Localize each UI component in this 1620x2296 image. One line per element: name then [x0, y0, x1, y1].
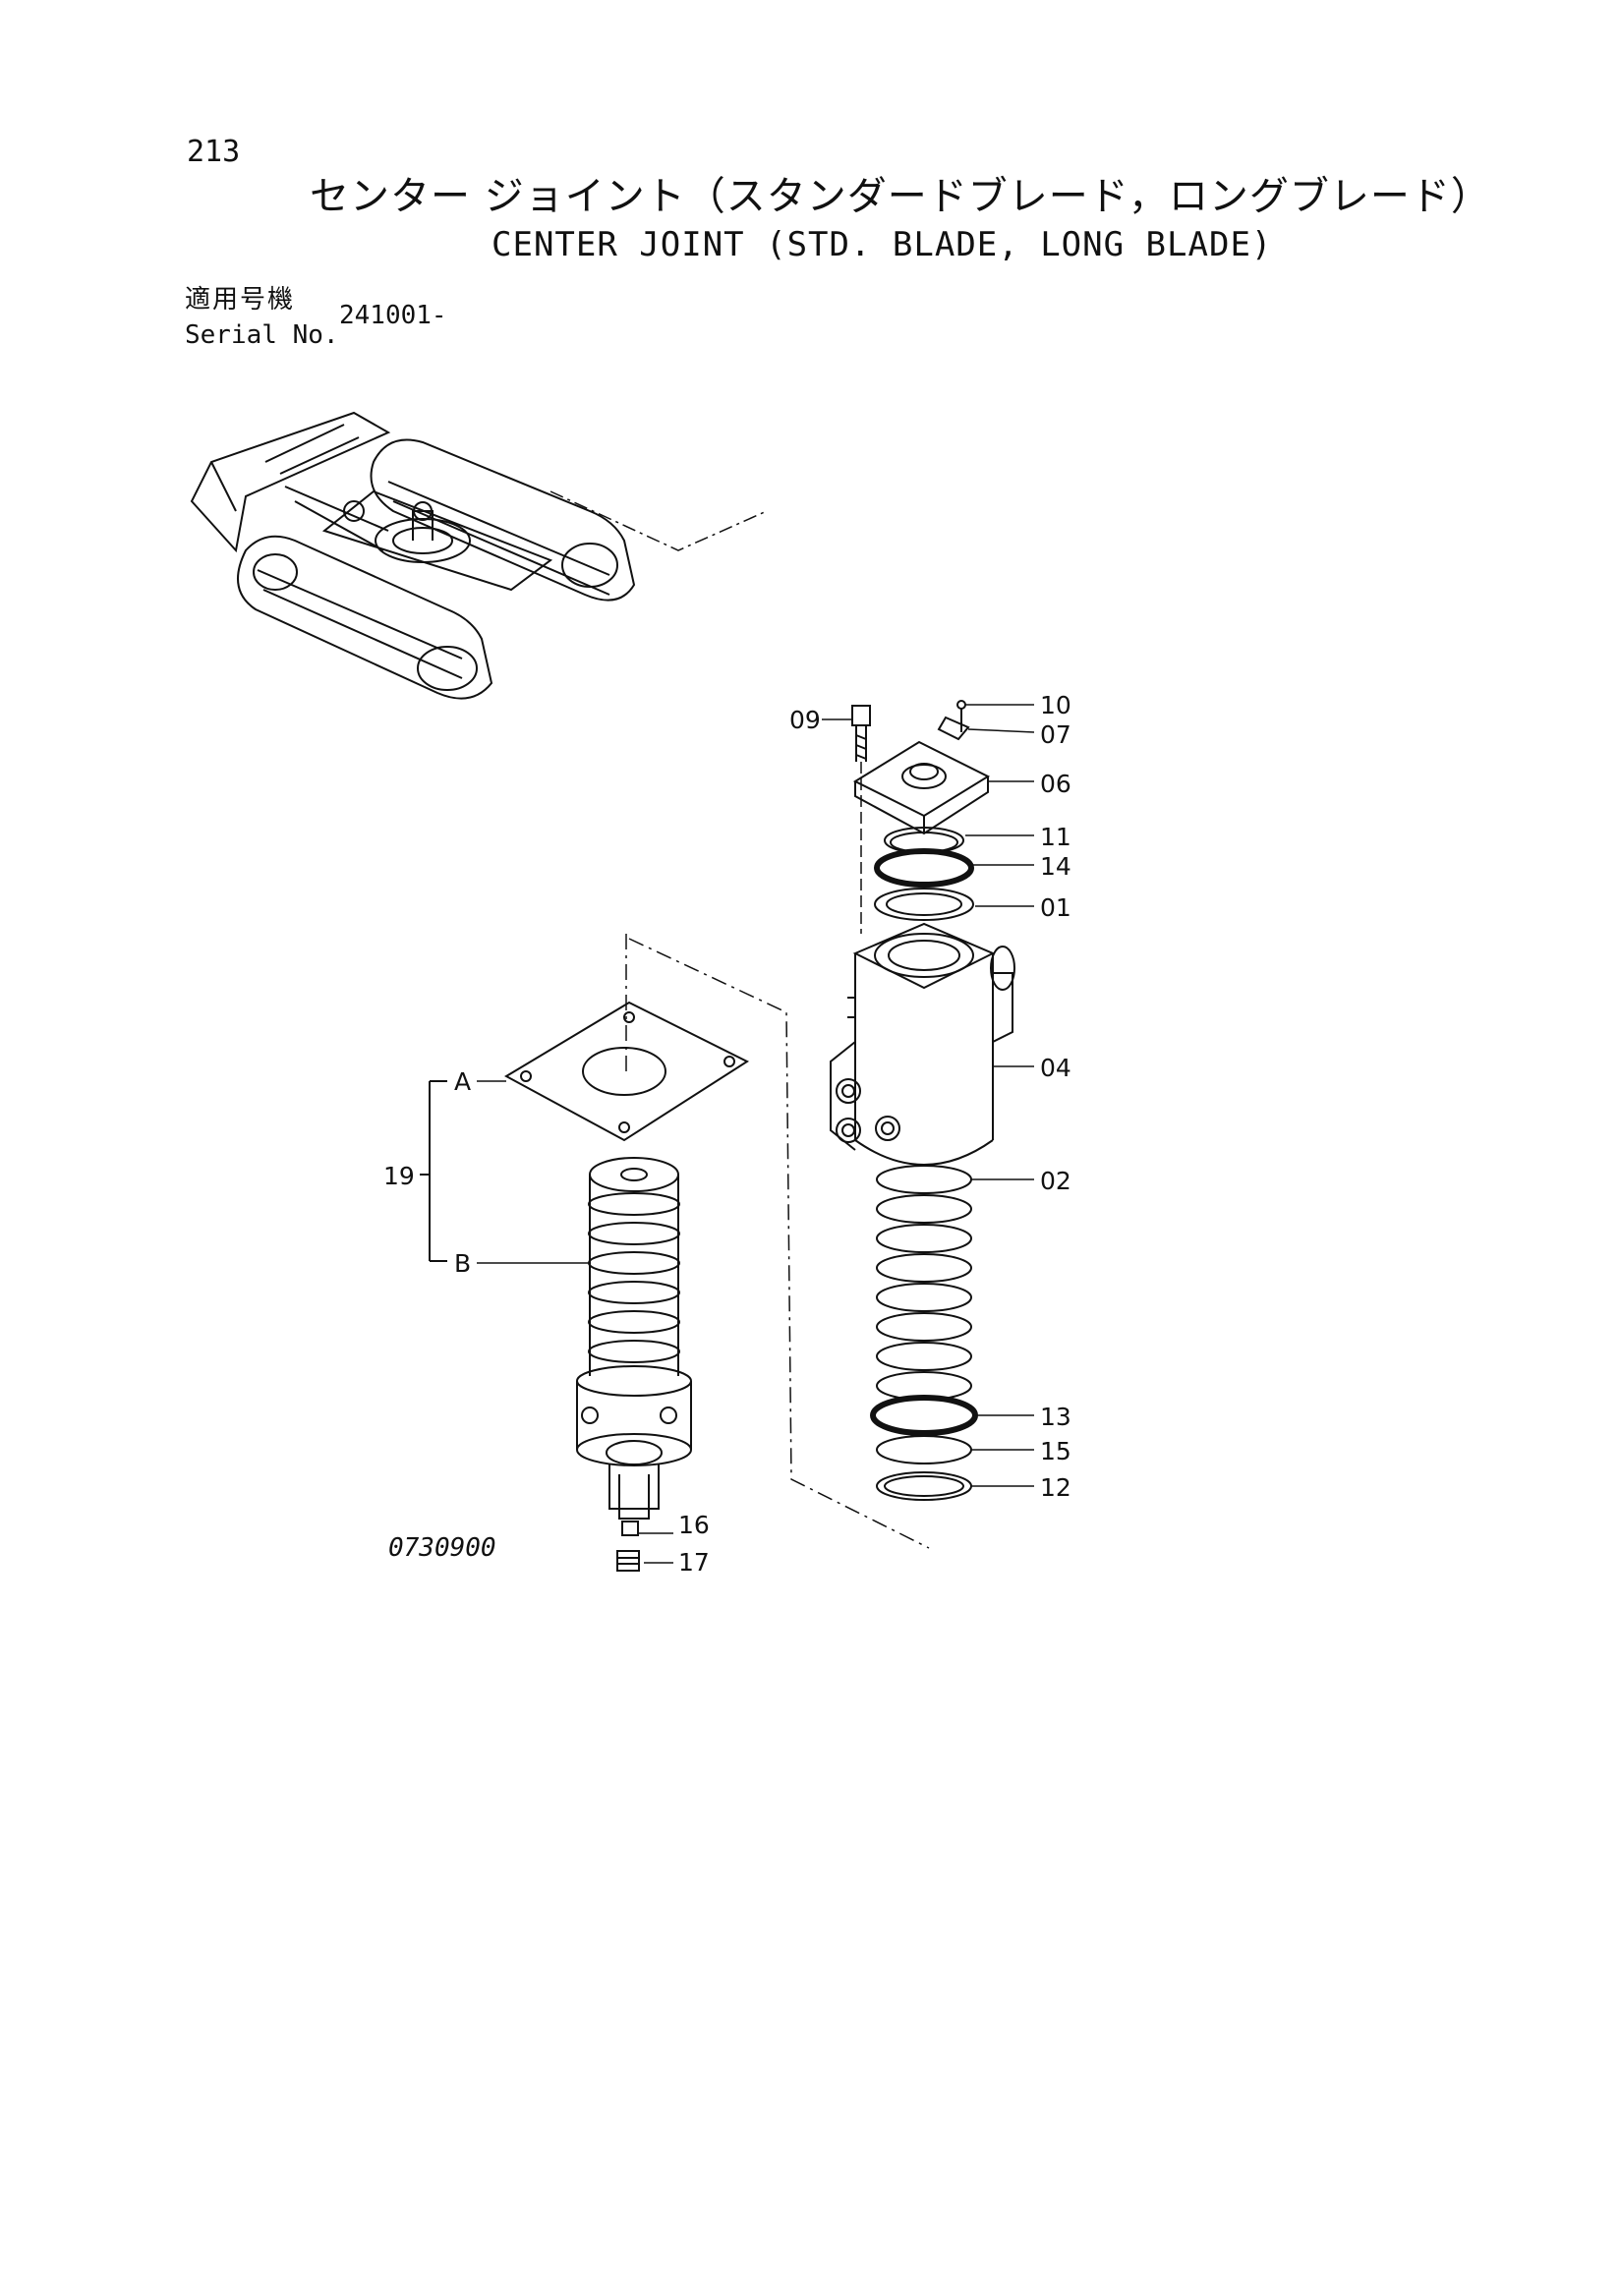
gasket-plate-a — [503, 1001, 750, 1142]
plate-07 — [937, 716, 970, 741]
plug-17 — [616, 1550, 640, 1572]
label-13: 13 — [1040, 1403, 1071, 1431]
ring-12 — [876, 1471, 972, 1501]
page-number: 213 — [187, 135, 241, 169]
spindle-assembly-19 — [420, 934, 750, 1572]
label-16: 16 — [678, 1511, 710, 1539]
serial-label-japanese: 適用号機 — [185, 285, 296, 315]
label-07: 07 — [1040, 720, 1071, 749]
label-14: 14 — [1040, 852, 1071, 881]
o-ring-13 — [870, 1395, 978, 1436]
label-b: B — [454, 1249, 471, 1278]
machine-overview-illustration — [190, 411, 768, 700]
label-11: 11 — [1040, 823, 1071, 851]
title-japanese: センター ジョイント（スタンダードブレード，ロングブレード） — [310, 174, 1491, 219]
cover-06 — [852, 740, 991, 835]
title-english: CENTER JOINT (STD. BLADE, LONG BLADE) — [492, 225, 1273, 264]
alignment-line — [628, 938, 930, 1549]
drawing-number: 0730900 — [388, 1533, 496, 1563]
plug-16 — [621, 1521, 639, 1536]
label-02: 02 — [1040, 1167, 1071, 1195]
label-17: 17 — [678, 1548, 710, 1577]
pin-10 — [956, 700, 966, 732]
ring-01 — [874, 888, 974, 921]
body-04 — [830, 922, 1015, 1166]
label-01: 01 — [1040, 893, 1071, 922]
label-19: 19 — [383, 1162, 415, 1190]
label-10: 10 — [1040, 691, 1071, 719]
part-labels: 10 09 07 06 11 14 01 04 02 13 15 12 16 1… — [383, 691, 1071, 1577]
center-joint-body-assembly — [822, 700, 1035, 1501]
label-15: 15 — [1040, 1437, 1071, 1465]
label-04: 04 — [1040, 1054, 1071, 1082]
spindle-b — [576, 1157, 692, 1520]
label-06: 06 — [1040, 770, 1071, 798]
serial-label-english: Serial No. — [185, 320, 339, 350]
ring-15 — [876, 1435, 972, 1464]
label-12: 12 — [1040, 1473, 1071, 1502]
label-09: 09 — [789, 706, 821, 734]
serial-number-value: 241001- — [339, 301, 447, 330]
bolt-09 — [851, 705, 871, 934]
label-a: A — [454, 1067, 471, 1096]
o-ring-14 — [874, 848, 974, 888]
seal-stack-02 — [876, 1165, 972, 1401]
